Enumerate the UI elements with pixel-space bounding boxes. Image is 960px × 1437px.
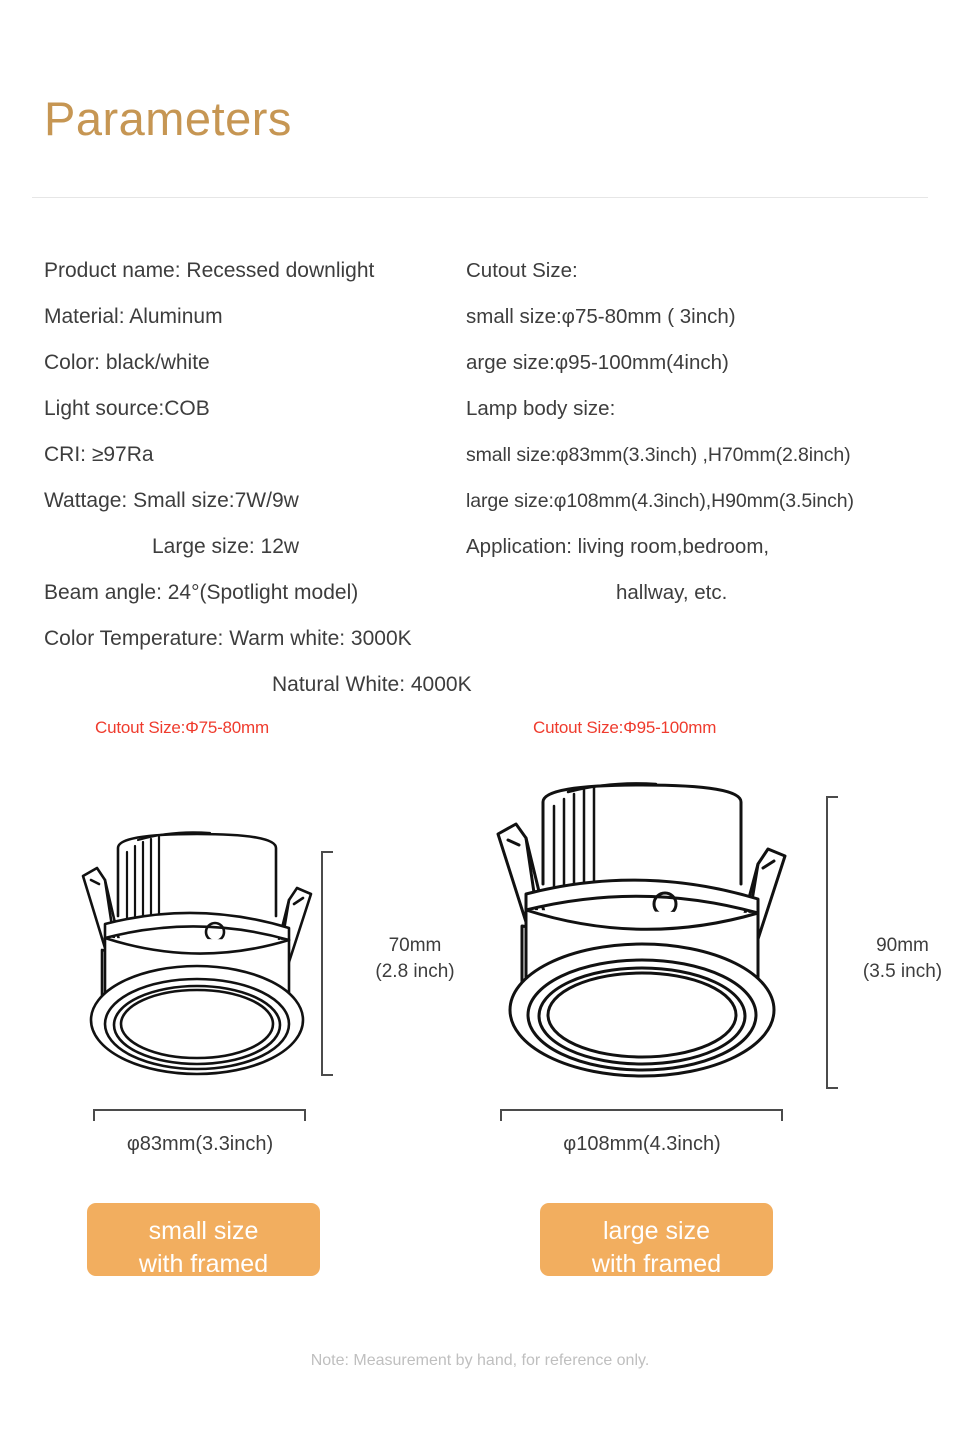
spec-line: Natural White: 4000K (272, 673, 472, 696)
spec-line: Cutout Size: (466, 259, 578, 282)
measurement-note: Note: Measurement by hand, for reference… (310, 1352, 650, 1369)
badge-large-size-with-framed: large size with framed (540, 1203, 773, 1278)
spec-line: Light source:COB (44, 397, 210, 420)
spec-line: Application: living room,bedroom, (466, 535, 770, 558)
spec-line: Color: black/white (44, 351, 210, 374)
spec-column-right: Cutout Size: small size:φ75-80mm ( 3inch… (466, 248, 956, 616)
badge-large-line1: large size (603, 1217, 710, 1245)
spec-line: large size:φ108mm(4.3inch),H90mm(3.5inch… (466, 490, 854, 512)
height-dimension-label-small: 70mm (2.8 inch) (345, 933, 485, 985)
spec-line: small size:φ83mm(3.3inch) ,H70mm(2.8inch… (466, 444, 851, 466)
height-inch-small: (2.8 inch) (375, 961, 455, 982)
spec-line: Wattage: Small size:7W/9w (44, 489, 299, 512)
spec-line: Large size: 12w (152, 535, 300, 558)
dimension-diagrams: Cutout Size:Φ75-80mm Cutout Size:Φ95-100… (0, 718, 960, 1188)
recessed-downlight-large-icon (490, 778, 795, 1098)
cutout-size-label-large: Cutout Size:Φ95-100mm (533, 718, 717, 737)
height-dimension-label-large: 90mm (3.5 inch) (845, 933, 960, 985)
badge-small-line1: small size (148, 1217, 259, 1245)
badge-large-line2: with framed (591, 1250, 722, 1278)
spec-line: CRI: ≥97Ra (44, 443, 154, 466)
spec-line: Material: Aluminum (44, 305, 223, 328)
badge-small-size-with-framed: small size with framed (87, 1203, 320, 1278)
spec-line: Lamp body size: (466, 397, 616, 420)
spec-line: arge size:φ95-100mm(4inch) (466, 351, 729, 374)
spec-line: hallway, etc. (616, 581, 728, 604)
page-title: Parameters (44, 92, 292, 145)
spec-line: Color Temperature: Warm white: 3000K (44, 627, 412, 650)
height-value-small: 70mm (388, 935, 442, 956)
cutout-size-label-small: Cutout Size:Φ75-80mm (95, 718, 269, 737)
spec-line: small size:φ75-80mm ( 3inch) (466, 305, 736, 328)
spec-line: Product name: Recessed downlight (44, 259, 375, 282)
badge-small-line2: with framed (138, 1250, 269, 1278)
height-inch-large: (3.5 inch) (862, 961, 943, 982)
spec-line: Beam angle: 24°(Spotlight model) (44, 581, 359, 604)
spec-column-left: Product name: Recessed downlight Materia… (44, 248, 472, 708)
height-value-large: 90mm (876, 935, 929, 956)
recessed-downlight-small-icon (75, 828, 320, 1093)
width-dimension-bracket-large (500, 1109, 783, 1121)
header-divider (32, 197, 928, 198)
width-dimension-bracket-small (93, 1109, 306, 1121)
width-dimension-label-large: φ108mm(4.3inch) (563, 1133, 721, 1155)
width-dimension-label-small: φ83mm(3.3inch) (126, 1133, 274, 1155)
